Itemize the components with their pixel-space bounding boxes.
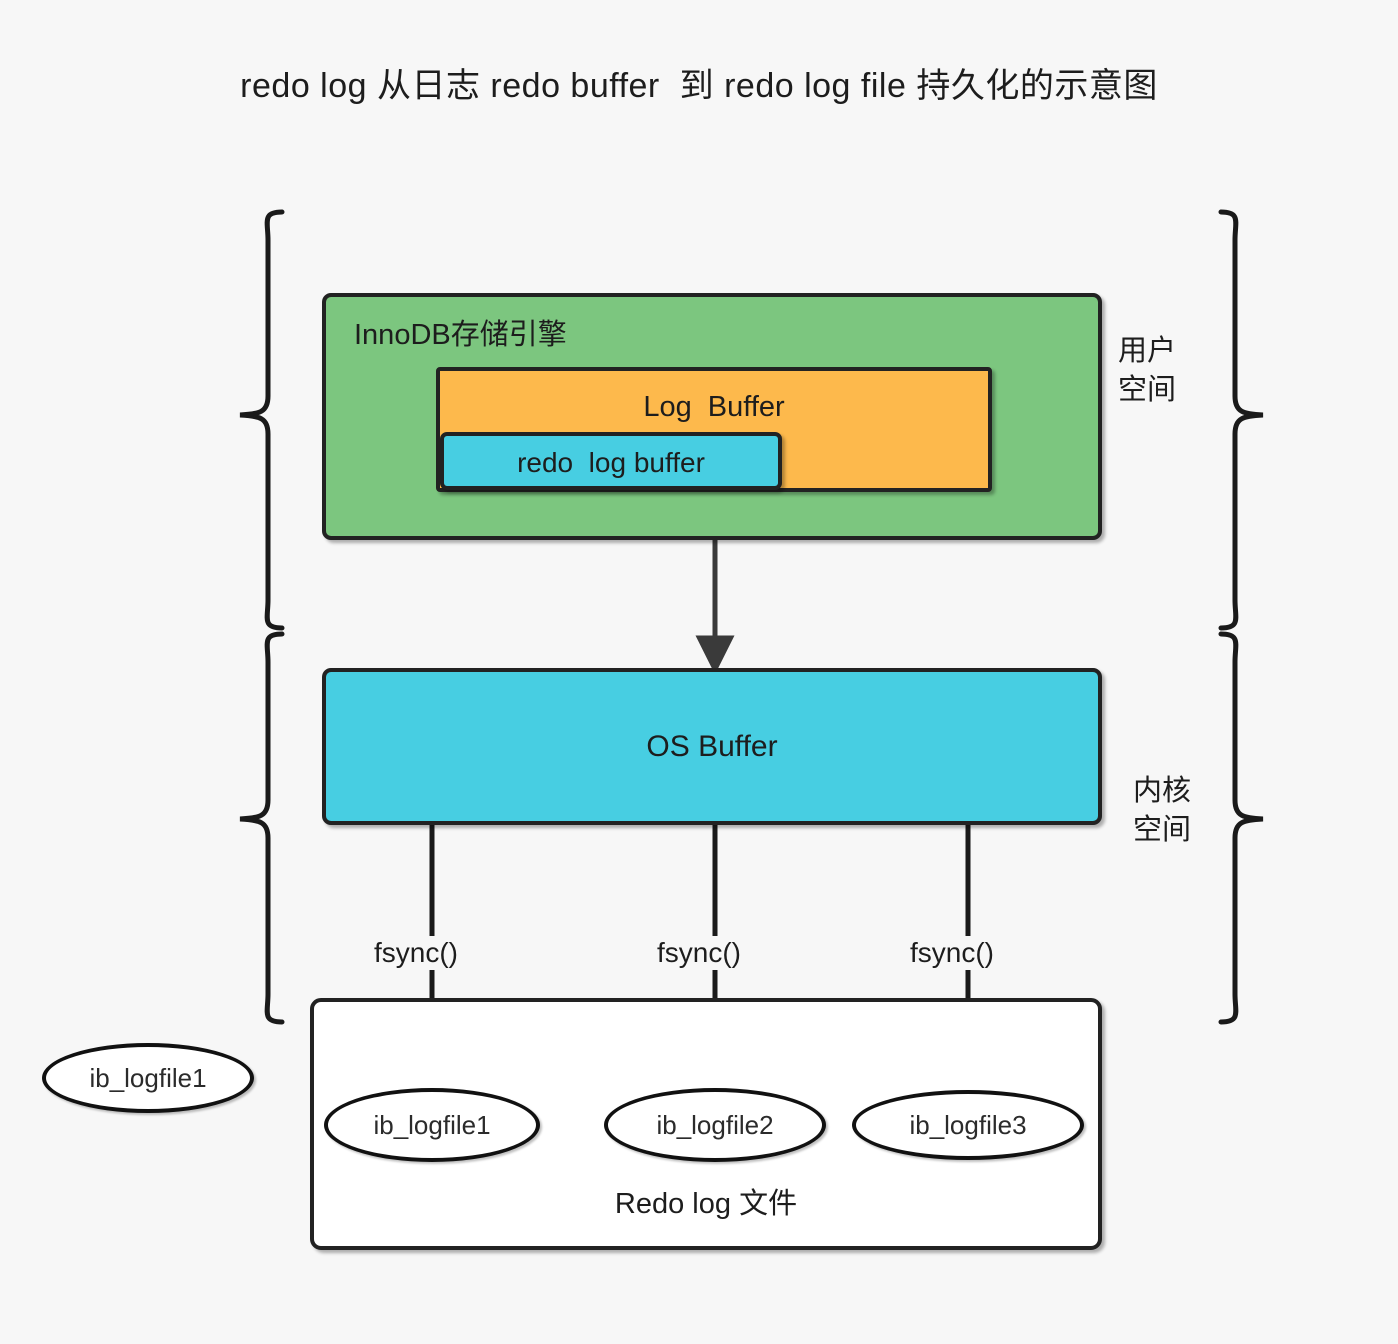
ellipse-ib-logfile1[interactable]: ib_logfile1 — [324, 1088, 540, 1162]
innodb-storage-engine-label: InnoDB存储引擎 — [354, 319, 567, 351]
kernel-space-label: 内核 空间 — [1133, 775, 1192, 847]
ellipse-ib-logfile3-label: ib_logfile3 — [909, 1109, 1027, 1140]
ellipse-ib-logfile1-label: ib_logfile1 — [373, 1109, 491, 1140]
page-title: redo log 从日志 redo buffer 到 redo log file… — [240, 67, 1158, 105]
log-buffer-label: Log Buffer — [643, 391, 785, 423]
fsync-label-1: fsync() — [369, 936, 463, 970]
user-space-label: 用户 空间 — [1118, 335, 1177, 407]
fsync-label-2: fsync() — [652, 936, 746, 970]
right-brace-kernel-space — [1218, 631, 1264, 1025]
os-buffer-box: OS Buffer — [322, 668, 1102, 825]
fsync-label-3: fsync() — [905, 936, 999, 970]
left-brace-user-space — [239, 209, 285, 631]
os-buffer-label: OS Buffer — [646, 729, 778, 763]
redo-log-buffer-box: redo log buffer — [440, 432, 782, 490]
ellipse-ib-logfile3[interactable]: ib_logfile3 — [852, 1090, 1084, 1160]
left-brace-kernel-space — [239, 631, 285, 1025]
redo-log-buffer-label: redo log buffer — [517, 447, 705, 478]
ellipse-ib-logfile2-label: ib_logfile2 — [656, 1109, 774, 1140]
ellipse-ib-logfile2[interactable]: ib_logfile2 — [604, 1088, 826, 1162]
ellipse-detached-ib-logfile1[interactable]: ib_logfile1 — [42, 1043, 254, 1113]
right-brace-user-space — [1218, 209, 1264, 631]
ellipse-detached-ib-logfile1-label: ib_logfile1 — [89, 1062, 207, 1093]
redo-log-file-caption: Redo log 文件 — [614, 1188, 798, 1220]
